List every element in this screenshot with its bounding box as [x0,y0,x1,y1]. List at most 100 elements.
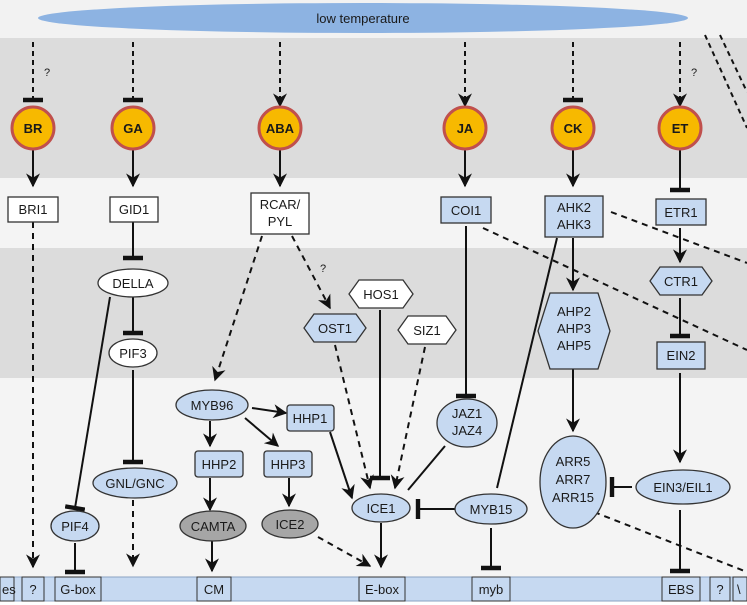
node-label: CTR1 [664,274,698,289]
node-hhp3: HHP3 [263,450,313,478]
node-label: ARR7 [556,472,591,487]
node-della: DELLA [97,268,169,298]
node-myb96: MYB96 [175,389,249,421]
banner-label: low temperature [316,11,409,26]
element-label: E-box [365,582,399,597]
node-label: SIZ1 [413,323,440,338]
element-cm: CM [196,576,232,602]
element-label: myb [479,582,504,597]
node-pif4: PIF4 [50,510,100,542]
node-label: PYL [268,214,293,229]
element-label: G-box [60,582,96,597]
element-unknown-1: ? [21,576,45,602]
node-jaz1-jaz4: JAZ1 JAZ4 [436,398,498,448]
node-ost1: OST1 [303,313,367,343]
node-label: MYB15 [470,502,513,517]
node-label: ARR5 [556,454,591,469]
element-label: \ [737,582,741,597]
hormone-label: ET [672,121,689,136]
node-ahk2-ahk3: AHK2 AHK3 [544,195,604,238]
node-label: PIF3 [119,346,146,361]
node-ein2: EIN2 [656,341,706,370]
node-label: AHP5 [557,338,591,353]
node-hhp1: HHP1 [286,404,335,432]
node-hos1: HOS1 [348,279,414,309]
node-label: EIN2 [667,348,696,363]
element-unknown-2: ? [709,576,731,602]
node-label: JAZ4 [452,423,482,438]
node-label: DELLA [112,276,154,291]
element-e-box: E-box [358,576,406,602]
node-label: HHP2 [202,457,237,472]
element-label: EBS [668,582,694,597]
ost1-question-mark: ? [320,263,326,275]
hormone-aba: ABA [257,105,303,151]
node-label: AHP3 [557,321,591,336]
node-ein3-eil1: EIN3/EIL1 [635,469,731,505]
element-label: es [2,582,16,597]
hormone-ja: JA [442,105,488,151]
node-ice1: ICE1 [351,493,411,523]
node-gnl-gnc: GNL/GNC [92,467,178,499]
node-label: CAMTA [191,519,236,534]
node-label: AHK3 [557,217,591,232]
node-label: HHP3 [271,457,306,472]
node-label: JAZ1 [452,406,482,421]
element-label: ? [716,582,723,597]
node-label: AHK2 [557,200,591,215]
node-pif3: PIF3 [108,338,158,368]
node-label: ARR15 [552,490,594,505]
element-g-box: G-box [54,576,102,602]
node-bri1: BRI1 [7,196,59,223]
node-label: RCAR/ [260,197,301,212]
band-hormones [0,38,747,178]
node-label: COI1 [451,203,481,218]
node-ahp: AHP2 AHP3 AHP5 [537,292,611,370]
edges [23,34,747,575]
element-label: CM [204,582,224,597]
node-camta: CAMTA [179,510,247,542]
node-label: EIN3/EIL1 [653,480,712,495]
node-label: PIF4 [61,519,88,534]
low-temperature-banner [38,3,688,33]
node-label: HHP1 [293,411,328,426]
node-label: ICE2 [276,517,305,532]
hormone-ck: CK [550,105,596,151]
br-question-mark: ? [44,67,50,79]
element-label: ? [29,582,36,597]
node-label: BRI1 [19,202,48,217]
hormone-label: ABA [266,121,295,136]
node-gid1: GID1 [109,196,159,223]
node-ice2: ICE2 [261,509,319,539]
hormone-label: BR [24,121,43,136]
node-hhp2: HHP2 [194,450,244,478]
node-siz1: SIZ1 [397,315,457,345]
node-label: ICE1 [367,501,396,516]
node-label: HOS1 [363,287,398,302]
et-question-mark: ? [691,67,697,79]
node-etr1: ETR1 [655,198,707,226]
node-label: GID1 [119,202,149,217]
hormone-br: BR [10,105,56,151]
hormone-et: ET [657,105,703,151]
node-rcar-pyl: RCAR/ PYL [250,192,310,235]
node-ctr1: CTR1 [649,266,713,296]
node-label: OST1 [318,321,352,336]
element-ebs: EBS [661,576,701,602]
hormone-row: BR GA ABA JA CK ET [10,105,703,151]
element-myb: myb [471,576,511,602]
hormone-label: GA [123,121,143,136]
node-label: MYB96 [191,398,234,413]
node-label: ETR1 [664,205,697,220]
node-label: AHP2 [557,304,591,319]
hormone-label: JA [457,121,474,136]
node-coi1: COI1 [440,196,492,224]
hormone-ga: GA [110,105,156,151]
node-arr: ARR5 ARR7 ARR15 [539,435,607,529]
node-label: GNL/GNC [105,476,164,491]
element-es: es [0,576,16,602]
hormone-label: CK [564,121,583,136]
promoter-bar: es ? G-box CM E-box myb EBS ? [0,576,747,602]
